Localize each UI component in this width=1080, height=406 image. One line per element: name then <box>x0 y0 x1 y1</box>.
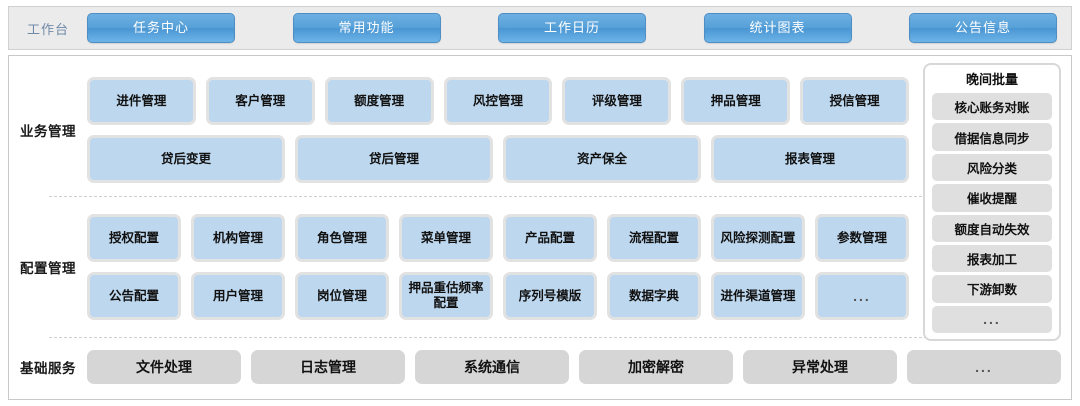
tile-file-processing[interactable]: 文件处理 <box>87 350 241 384</box>
tile-announcement-config[interactable]: 公告配置 <box>87 272 181 320</box>
section-configuration-management: 配置管理 授权配置 机构管理 角色管理 菜单管理 产品配置 流程配置 风险探测配… <box>9 197 1071 337</box>
nightly-batch-panel: 晚间批量 核心账务对账 借据信息同步 风险分类 催收提醒 额度自动失效 报表加工… <box>923 63 1061 341</box>
tile-rating-management[interactable]: 评级管理 <box>562 77 672 125</box>
tile-parameter-management[interactable]: 参数管理 <box>815 214 909 262</box>
top-tab-bar: 工作台 任务中心 常用功能 工作日历 统计图表 公告信息 <box>8 6 1072 50</box>
tile-report-management[interactable]: 报表管理 <box>711 135 909 183</box>
tab-task-center[interactable]: 任务中心 <box>87 13 235 43</box>
tab-statistics-charts[interactable]: 统计图表 <box>703 13 852 43</box>
workbench-label: 工作台 <box>26 21 69 37</box>
basic-services-row: 文件处理 日志管理 系统通信 加密解密 异常处理 ... <box>87 350 1071 384</box>
tile-organization-management[interactable]: 机构管理 <box>191 214 285 262</box>
section-label-basic-services: 基础服务 <box>20 361 76 376</box>
tile-incoming-channel-management[interactable]: 进件渠道管理 <box>711 272 805 320</box>
batch-item-collection-reminder[interactable]: 催收提醒 <box>932 184 1052 212</box>
business-row-1: 进件管理 客户管理 额度管理 风控管理 评级管理 押品管理 授信管理 <box>87 77 919 125</box>
batch-item-downstream-unload[interactable]: 下游卸数 <box>932 275 1052 303</box>
tile-data-dictionary[interactable]: 数据字典 <box>607 272 701 320</box>
section-label-configuration: 配置管理 <box>20 261 76 276</box>
section-label-business: 业务管理 <box>20 124 76 139</box>
tile-post-loan-change[interactable]: 贷后变更 <box>87 135 285 183</box>
tile-customer-management[interactable]: 客户管理 <box>205 77 315 125</box>
tile-credit-granting-management[interactable]: 授信管理 <box>800 77 910 125</box>
tile-log-management[interactable]: 日志管理 <box>251 350 405 384</box>
tile-incoming-management[interactable]: 进件管理 <box>87 77 196 125</box>
tile-credit-limit-management[interactable]: 额度管理 <box>324 77 434 125</box>
tile-authorization-config[interactable]: 授权配置 <box>87 214 181 262</box>
tile-encryption-decryption[interactable]: 加密解密 <box>579 350 733 384</box>
batch-item-loan-receipt-sync[interactable]: 借据信息同步 <box>932 123 1052 151</box>
tile-exception-handling[interactable]: 异常处理 <box>743 350 897 384</box>
batch-item-core-accounting-reconciliation[interactable]: 核心账务对账 <box>932 93 1052 121</box>
tile-role-management[interactable]: 角色管理 <box>295 214 389 262</box>
tile-product-config[interactable]: 产品配置 <box>503 214 597 262</box>
tile-user-management[interactable]: 用户管理 <box>191 272 285 320</box>
row-spacer <box>87 125 919 135</box>
tab-list: 任务中心 常用功能 工作日历 统计图表 公告信息 <box>87 13 1071 43</box>
tile-post-loan-management[interactable]: 贷后管理 <box>295 135 493 183</box>
divider-business-config <box>49 196 1057 197</box>
batch-item-report-processing[interactable]: 报表加工 <box>932 244 1052 273</box>
section-basic-services: 基础服务 文件处理 日志管理 系统通信 加密解密 异常处理 ... <box>9 338 1071 396</box>
tile-config-more[interactable]: ... <box>815 272 909 320</box>
tile-risk-control-management[interactable]: 风控管理 <box>443 77 553 125</box>
business-row-2: 贷后变更 贷后管理 资产保全 报表管理 <box>87 135 919 183</box>
module-map-panel: 业务管理 进件管理 客户管理 额度管理 风控管理 评级管理 押品管理 授信管理 … <box>8 55 1072 400</box>
tile-asset-preservation[interactable]: 资产保全 <box>503 135 701 183</box>
batch-item-risk-classification[interactable]: 风险分类 <box>932 153 1052 182</box>
tile-collateral-management[interactable]: 押品管理 <box>681 77 791 125</box>
tile-serial-number-template[interactable]: 序列号模版 <box>503 272 597 320</box>
batch-item-auto-limit-expiry[interactable]: 额度自动失效 <box>932 214 1052 242</box>
tile-system-communication[interactable]: 系统通信 <box>415 350 569 384</box>
batch-item-more[interactable]: ... <box>932 305 1052 333</box>
section-business-management: 业务管理 进件管理 客户管理 额度管理 风控管理 评级管理 押品管理 授信管理 … <box>9 56 1071 196</box>
nightly-batch-title: 晚间批量 <box>965 72 1018 87</box>
configuration-row-2: 公告配置 用户管理 岗位管理 押品重估频率配置 序列号模版 数据字典 进件渠道管… <box>87 272 919 320</box>
tab-announcements[interactable]: 公告信息 <box>909 13 1057 43</box>
tile-basic-services-more[interactable]: ... <box>907 350 1061 384</box>
tab-common-functions[interactable]: 常用功能 <box>292 13 441 43</box>
tile-collateral-revaluation-frequency-config[interactable]: 押品重估频率配置 <box>399 272 493 320</box>
tile-position-management[interactable]: 岗位管理 <box>295 272 389 320</box>
configuration-row-1: 授权配置 机构管理 角色管理 菜单管理 产品配置 流程配置 风险探测配置 参数管… <box>87 214 919 262</box>
tab-work-calendar[interactable]: 工作日历 <box>498 13 646 43</box>
tile-process-config[interactable]: 流程配置 <box>607 214 701 262</box>
divider-config-base <box>49 337 1057 338</box>
tile-menu-management[interactable]: 菜单管理 <box>399 214 493 262</box>
row-spacer <box>87 262 919 272</box>
tile-risk-detection-config[interactable]: 风险探测配置 <box>711 214 805 262</box>
